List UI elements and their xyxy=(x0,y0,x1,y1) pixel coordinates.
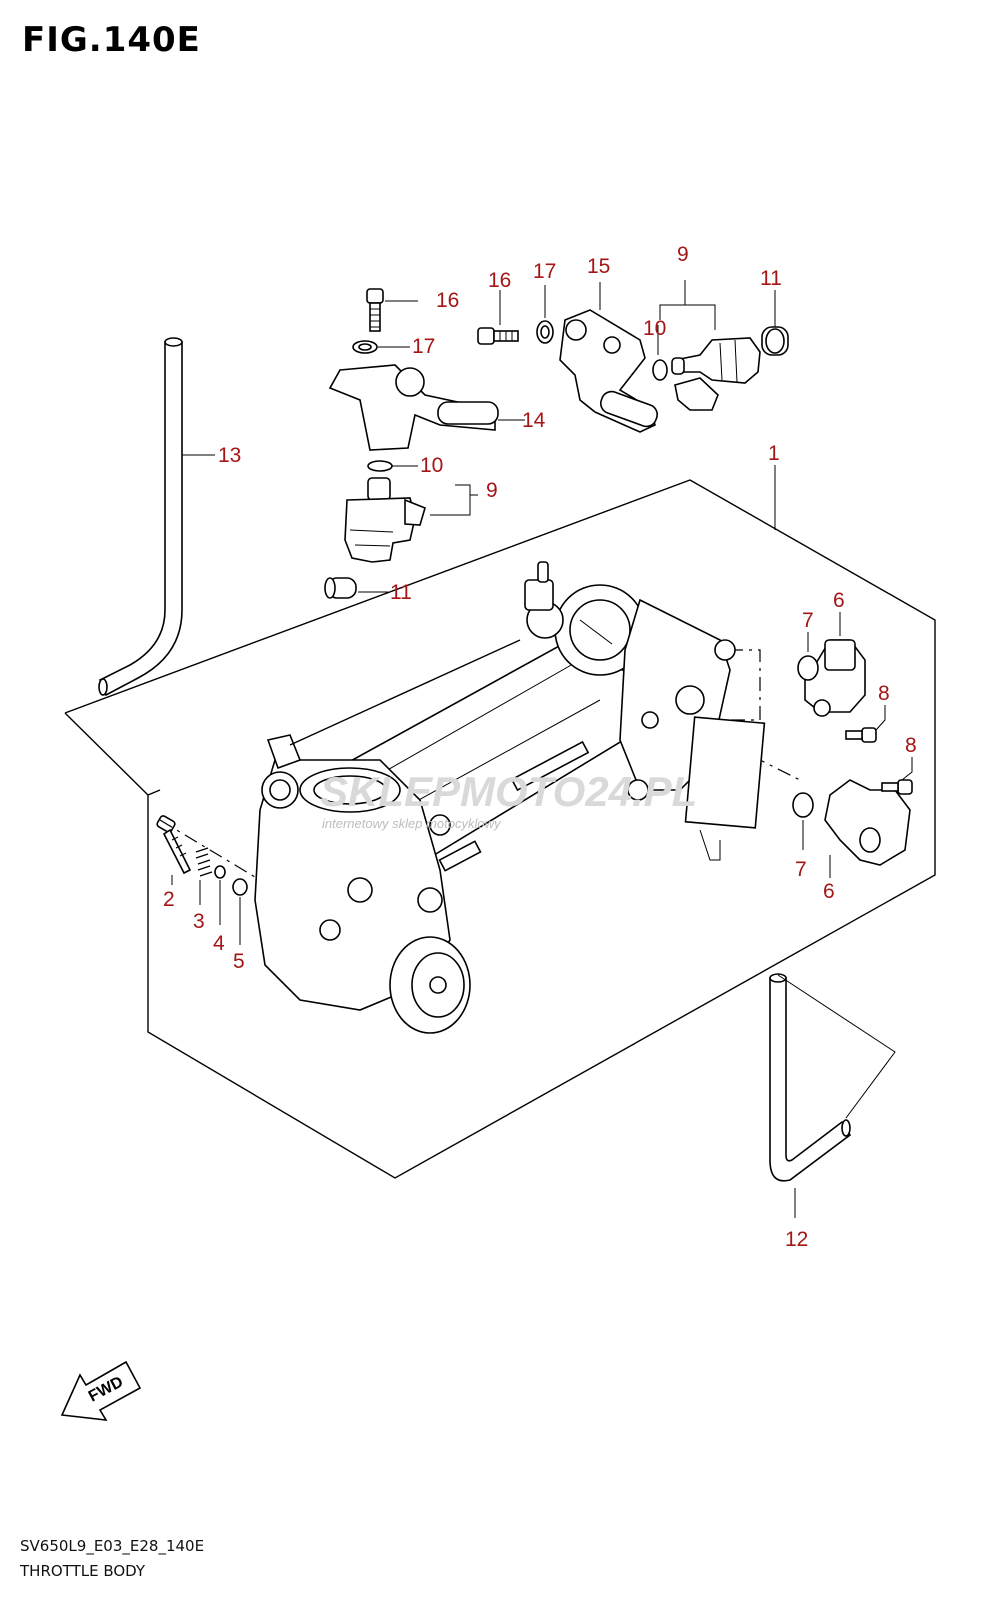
callout-8-lower: 8 xyxy=(905,734,917,757)
watermark: SKLEPMOTO24.PL internetowy sklep motocyk… xyxy=(320,768,697,831)
callout-9-right: 9 xyxy=(677,243,689,266)
watermark-brand: SKLEPMOTO24.PL xyxy=(320,768,697,815)
diagram-subtitle: THROTTLE BODY xyxy=(20,1562,146,1580)
bolt-8-upper xyxy=(845,705,886,743)
bolt-8-lower xyxy=(881,757,913,795)
throttle-body-1 xyxy=(254,561,766,1034)
diagram-code: SV650L9_E03_E28_140E xyxy=(20,1537,205,1555)
figure-title: FIG.140E xyxy=(22,20,201,60)
callout-17-left: 17 xyxy=(412,335,435,358)
bolt-16-right xyxy=(477,290,519,345)
callout-9-left: 9 xyxy=(486,479,498,502)
callout-10-right: 10 xyxy=(643,317,666,340)
spring-3 xyxy=(195,847,213,905)
screw-2 xyxy=(156,815,192,885)
oring-7-lower xyxy=(792,792,814,850)
callout-3: 3 xyxy=(193,910,205,933)
callout-5: 5 xyxy=(233,950,245,973)
washer-17-left xyxy=(352,340,410,354)
washer-4 xyxy=(214,865,226,925)
fuel-injector-9-right xyxy=(659,280,761,411)
oring-10-right xyxy=(652,325,668,381)
hose-13 xyxy=(98,337,215,697)
callout-4: 4 xyxy=(213,932,225,955)
seal-11-left xyxy=(324,577,388,599)
washer-17-right xyxy=(536,285,554,344)
fuel-delivery-pipe-15 xyxy=(559,282,658,433)
centerline-left xyxy=(159,819,261,881)
callout-14: 14 xyxy=(522,409,546,432)
assembly-boundary-inner xyxy=(147,789,161,796)
callout-1: 1 xyxy=(768,442,780,465)
callout-6-lower: 6 xyxy=(823,880,835,903)
seal-11-right xyxy=(761,290,789,356)
fuel-delivery-pipe-14 xyxy=(328,364,525,451)
callout-6-upper: 6 xyxy=(833,589,845,612)
callout-10-left: 10 xyxy=(420,454,443,477)
centerline-right-bottom xyxy=(699,729,801,781)
callout-17-right: 17 xyxy=(533,260,556,283)
fwd-arrow: FWD xyxy=(60,1360,142,1421)
sensor-6-lower xyxy=(824,779,911,878)
callout-11-left: 11 xyxy=(390,581,412,604)
callout-12: 12 xyxy=(785,1228,808,1251)
callout-7-lower: 7 xyxy=(795,858,807,881)
fuel-injector-9-left xyxy=(344,477,478,563)
callout-8-upper: 8 xyxy=(878,682,890,705)
callout-2: 2 xyxy=(163,888,175,911)
bolt-16-left xyxy=(366,288,418,332)
hose-12 xyxy=(769,973,896,1218)
watermark-tagline: internetowy sklep motocyklowy xyxy=(322,816,502,831)
callout-7-upper: 7 xyxy=(802,609,814,632)
oring-7-upper xyxy=(797,632,819,681)
sensor-6-upper xyxy=(804,612,866,717)
callout-13: 13 xyxy=(218,444,241,467)
callout-16-left: 16 xyxy=(436,289,459,312)
oring-10-left xyxy=(367,460,418,472)
assembly-boundary xyxy=(64,479,936,1179)
callout-15: 15 xyxy=(587,255,610,278)
oring-5 xyxy=(232,878,248,945)
callout-labels: 1 2 3 4 5 6 6 7 7 8 8 9 9 10 10 11 11 12… xyxy=(163,243,917,1251)
callout-11-right: 11 xyxy=(760,267,782,290)
callout-16-right: 16 xyxy=(488,269,511,292)
